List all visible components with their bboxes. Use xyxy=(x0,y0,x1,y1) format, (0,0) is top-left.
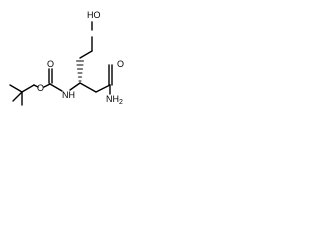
amide-subscript-2: 2 xyxy=(119,99,123,106)
bond-carbamate-n xyxy=(49,83,63,92)
bond-ch2 xyxy=(79,50,93,59)
carbamate-oxygen-label: O xyxy=(47,59,54,69)
molecule-drawing: HO O O NH O NH2 xyxy=(9,10,124,106)
hydroxyl-label: HO xyxy=(87,10,101,20)
molecule-diagram: HO O O NH O NH2 xyxy=(0,0,150,150)
bond-quaternary-c xyxy=(21,84,35,93)
amide-nh-text: NH xyxy=(106,94,119,104)
ester-oxygen-label: O xyxy=(37,83,44,93)
amide-nh2-label: NH2 xyxy=(106,94,123,106)
hashed-wedge xyxy=(76,60,84,82)
bond-methyl-1 xyxy=(9,84,23,93)
bond-o-ester-c xyxy=(43,83,51,88)
bond-methyl-2 xyxy=(12,91,23,102)
bond-to-amide-c xyxy=(95,84,111,93)
bond-backbone-ch2 xyxy=(79,82,97,93)
amine-nh-label: NH xyxy=(62,90,75,100)
amide-oxygen-label: O xyxy=(117,59,124,69)
bond-nh-stereocenter xyxy=(69,82,81,91)
bond-c-o-ester-a xyxy=(33,84,39,88)
